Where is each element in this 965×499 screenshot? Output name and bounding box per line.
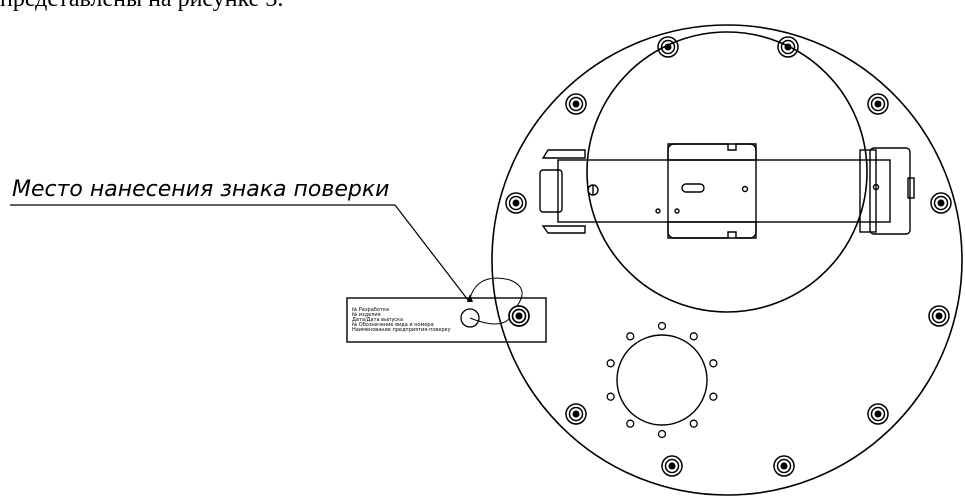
port-holes bbox=[606, 321, 718, 439]
callout-leader-line bbox=[394, 204, 469, 301]
plate-line-1: № Разработка bbox=[352, 307, 389, 313]
callout: Место нанесения знака поверки bbox=[10, 177, 469, 301]
port-hole bbox=[709, 359, 718, 368]
inner-opening-circle bbox=[586, 31, 868, 313]
bolt-hole bbox=[930, 192, 952, 214]
port-hole bbox=[689, 332, 698, 341]
plate-line-5: Наименование предприятия-поверку bbox=[352, 327, 451, 333]
port-hole bbox=[689, 419, 698, 428]
port-hole bbox=[626, 332, 635, 341]
bolt-hole bbox=[657, 36, 679, 58]
bolt-hole bbox=[777, 36, 799, 58]
port-hole bbox=[626, 419, 635, 428]
plate-line-2: № изделия bbox=[352, 312, 381, 318]
port-hole bbox=[606, 359, 615, 368]
bolt-hole bbox=[565, 403, 587, 425]
bracket-assembly bbox=[539, 143, 915, 239]
port-hole bbox=[657, 429, 667, 439]
port-hole bbox=[657, 321, 667, 331]
bolt-hole bbox=[661, 455, 683, 477]
callout-label: Место нанесения знака поверки bbox=[12, 177, 389, 202]
bolt-hole bbox=[565, 93, 587, 115]
bolt-hole bbox=[867, 403, 889, 425]
port-hole bbox=[606, 392, 615, 401]
lower-port-circle bbox=[616, 334, 708, 426]
identification-plate: № Разработка № изделия Дата/Дата выпуска… bbox=[346, 277, 547, 343]
bolt-hole bbox=[928, 305, 950, 327]
bolt-hole bbox=[867, 93, 889, 115]
port-hole bbox=[709, 392, 718, 401]
outer-flange-circle bbox=[491, 24, 963, 496]
bolt-holes bbox=[505, 36, 952, 477]
plate-line-4: № Обозначение вида и номера bbox=[352, 322, 434, 328]
caption-text: представлены на рисунке 3. bbox=[0, 0, 283, 13]
bolt-hole bbox=[773, 455, 795, 477]
plate-line-3: Дата/Дата выпуска bbox=[352, 317, 403, 323]
bolt-hole bbox=[505, 192, 527, 214]
